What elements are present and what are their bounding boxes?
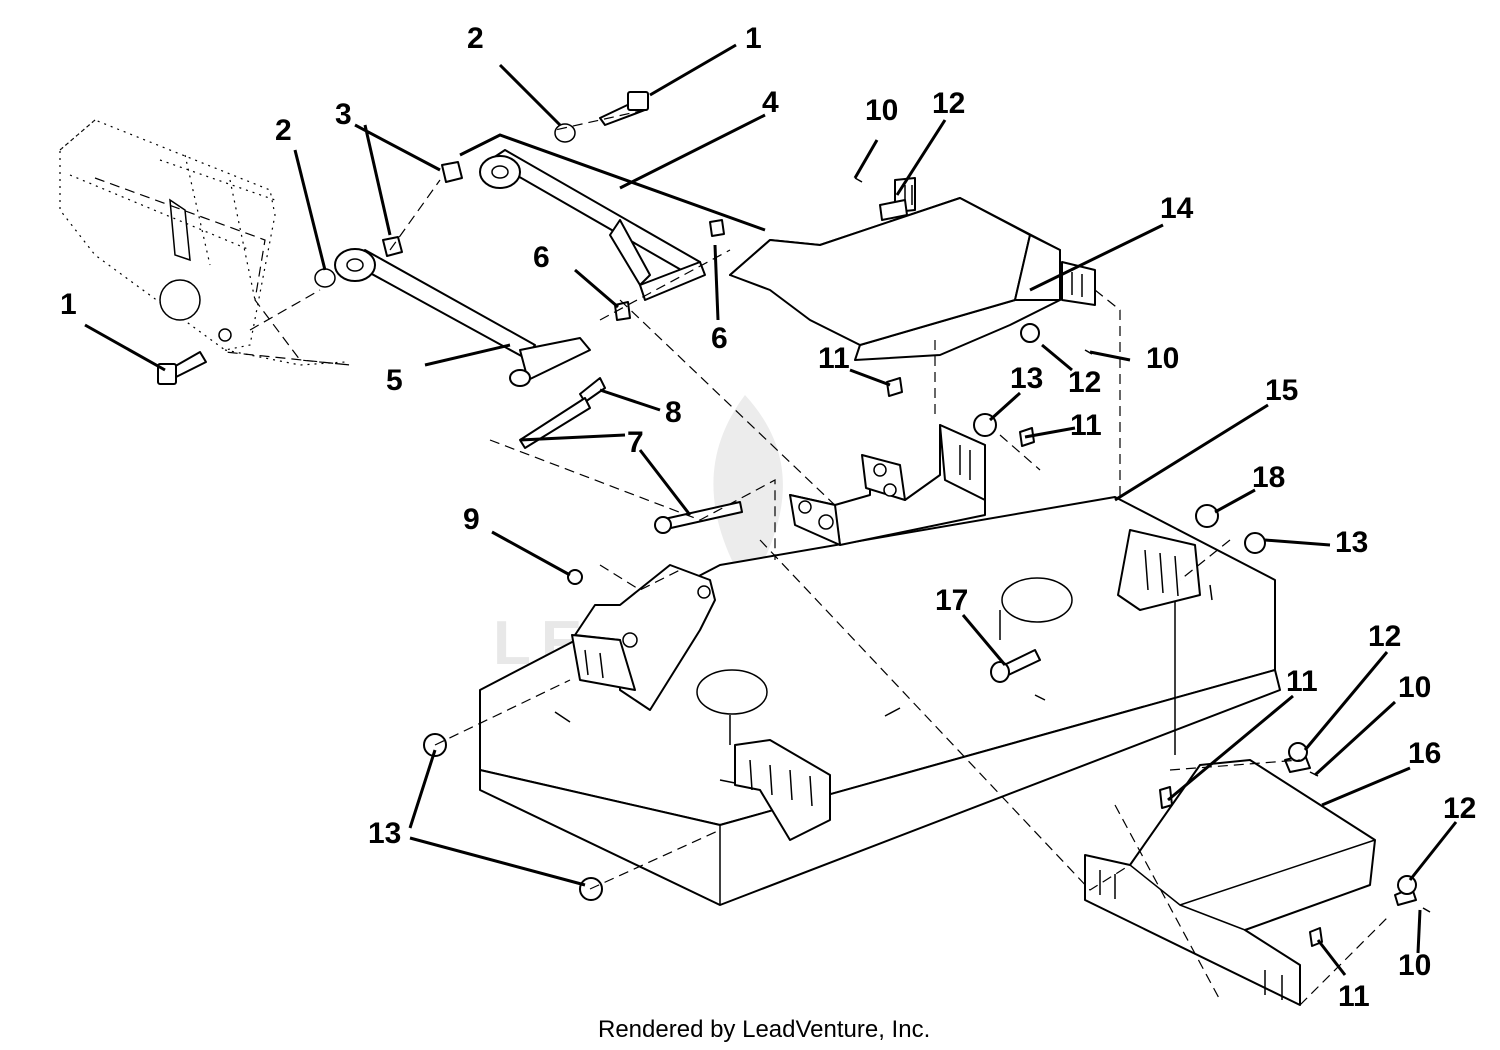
callouts: 1 2 2 3 4 1 5 6 6 7 8 9 10 12 14 11 12 1…: [60, 22, 1476, 1013]
callout-label: 8: [665, 396, 682, 429]
callout-label: 10: [865, 94, 898, 127]
callout-label: 7: [627, 426, 644, 459]
callout-label: 10: [1398, 671, 1431, 704]
callout-label: 6: [533, 241, 550, 274]
callout-label: 4: [762, 86, 779, 119]
callout-label: 14: [1160, 192, 1194, 225]
callout-label: 11: [1286, 665, 1318, 698]
tractor-frame: [59, 119, 351, 366]
callout-label: 13: [368, 817, 401, 850]
side-baffle: [1084, 759, 1376, 1006]
hardware: [157, 91, 1431, 947]
callout-label: 3: [335, 98, 352, 131]
callout-label: 10: [1146, 342, 1179, 375]
callout-label: 17: [935, 584, 968, 617]
callout-label: 11: [1070, 409, 1102, 442]
callout-label: 11: [818, 342, 850, 375]
callout-label: 13: [1010, 362, 1043, 395]
front-hitch-bracket: [789, 424, 986, 546]
left-deck-bracket: [571, 564, 716, 711]
callout-label: 5: [386, 364, 403, 397]
callout-label: 9: [463, 503, 480, 536]
rear-baffle: [729, 177, 1096, 361]
callout-label: 12: [1068, 366, 1101, 399]
watermark-flame-icon: [713, 395, 783, 590]
lift-arms: [334, 149, 706, 387]
callout-label: 10: [1398, 949, 1431, 982]
callout-label: 2: [275, 114, 292, 147]
footer-credit: Rendered by LeadVenture, Inc.: [598, 1016, 930, 1043]
assembly-lines: [249, 109, 1391, 1006]
leader-lines: [84, 43, 1458, 976]
callout-label: 1: [745, 22, 762, 55]
callout-label: 13: [1335, 526, 1368, 559]
mower-deck: [479, 496, 1281, 906]
callout-label: 12: [932, 87, 965, 120]
callout-label: 12: [1443, 792, 1476, 825]
callout-label: 16: [1408, 737, 1441, 770]
right-rear-bracket: [1117, 529, 1201, 611]
callout-label: 15: [1265, 374, 1298, 407]
callout-label: 12: [1368, 620, 1401, 653]
callout-label: 18: [1252, 461, 1285, 494]
callout-label: 11: [1338, 980, 1370, 1013]
callout-label: 1: [60, 288, 77, 321]
front-deck-bracket: [734, 739, 831, 841]
callout-label: 2: [467, 22, 484, 55]
callout-label: 6: [711, 322, 728, 355]
